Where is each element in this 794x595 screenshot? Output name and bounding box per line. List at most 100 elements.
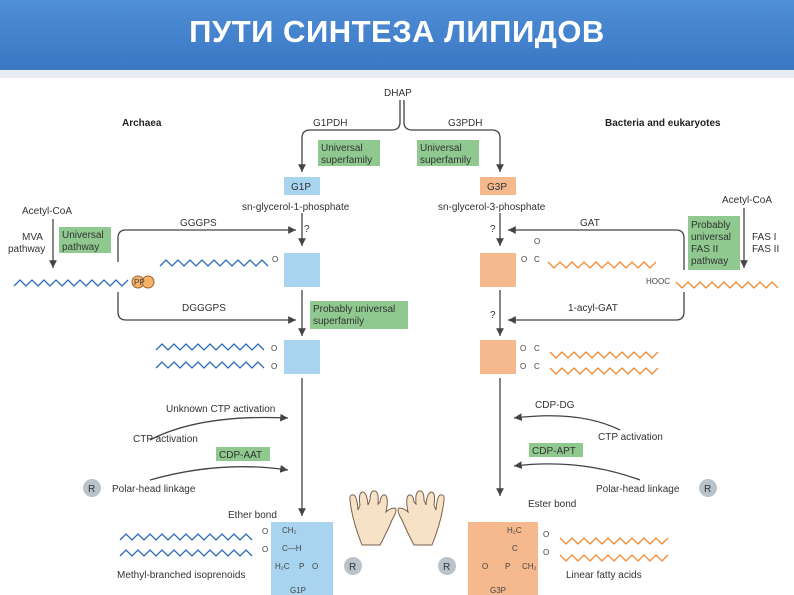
dhap-label: DHAP — [384, 88, 412, 99]
dgggps-label: DGGGPS — [182, 303, 226, 314]
cdp-apt-label: CDP-APT — [532, 446, 576, 457]
arrow-dgggps — [117, 292, 296, 324]
prob-fas-line2: universal — [691, 232, 731, 243]
r-circle-bottom-right — [438, 557, 456, 575]
phosphate-p-right: P — [505, 562, 510, 571]
fatty-acid-chain-4 — [559, 537, 669, 545]
arrow-gggps — [117, 226, 296, 262]
mva-line1: MVA — [22, 232, 43, 243]
g3p-label: G3P — [487, 182, 507, 193]
g3p-lipid-box — [468, 522, 538, 595]
cdp-aat-box — [216, 447, 270, 461]
ctp-activation-left: CTP activation — [133, 434, 198, 445]
arrow-dhap-to-g1p — [298, 100, 401, 172]
question-mark-1: ? — [304, 224, 310, 235]
mva-line2: pathway — [8, 244, 45, 255]
isoprenoid-chain-6 — [119, 549, 253, 557]
acetyl-coa-right: Acetyl-CoA — [722, 195, 772, 206]
title-banner: ПУТИ СИНТЕЗА ЛИПИДОВ — [0, 0, 794, 70]
g3p-box — [480, 177, 516, 195]
universal-pathway-box — [59, 227, 111, 253]
isoprenoid-chain-2 — [159, 259, 269, 267]
r-circle-right — [699, 479, 717, 497]
g1pdh-label: G1PDH — [313, 118, 347, 129]
arrow-polar-right — [513, 461, 641, 481]
phosphate-oxygen-left: O — [312, 562, 318, 571]
fatty-acid-chain-1 — [547, 261, 657, 269]
prob-fas-line1: Probably — [691, 220, 730, 231]
univ-path-line1: Universal — [62, 230, 104, 241]
orange-square-2 — [480, 340, 516, 374]
universal-left-line2: superfamily — [321, 155, 372, 166]
ester-oxygen-2: O — [543, 548, 549, 557]
cdp-aat-label: CDP-AAT — [219, 450, 262, 461]
univ-path-line2: pathway — [62, 242, 99, 253]
arrow-unknown-ctp — [149, 413, 289, 441]
page-title: ПУТИ СИНТЕЗА ЛИПИДОВ — [189, 14, 605, 49]
unknown-ctp-label: Unknown CTP activation — [166, 404, 275, 415]
arrow-cdp-dg — [513, 413, 621, 431]
arrow-gat — [507, 226, 685, 270]
acetyl-coa-left: Acetyl-CoA — [22, 206, 72, 217]
ester-bond-label: Ester bond — [528, 499, 576, 510]
arrow-polar-left — [149, 465, 289, 481]
probably-universal-fas-box — [688, 216, 740, 270]
prob-univ-line2: superfamily — [313, 316, 364, 327]
g3p-full-name: sn-glycerol-3-phosphate — [438, 202, 546, 213]
orange-square-1 — [480, 253, 516, 287]
universal-right-line1: Universal — [420, 143, 462, 154]
right-row2-carbon-2: C — [534, 362, 540, 371]
r-circle-bottom-left — [344, 557, 362, 575]
ether-bond-label: Ether bond — [228, 510, 277, 521]
probably-universal-superfamily-box — [310, 301, 408, 329]
left-row2-oxygen-2: O — [271, 362, 277, 371]
right-hand-icon — [397, 490, 445, 546]
c-right-label: C — [512, 544, 518, 553]
isoprenoid-chain-5 — [119, 533, 253, 541]
r-label-left: R — [88, 484, 95, 495]
universal-superfamily-box-left — [318, 140, 380, 166]
acyl-carbonyl-oxygen: O — [534, 237, 540, 246]
fas-line2: FAS II — [752, 244, 779, 255]
g1p-full-name: sn-glycerol-1-phosphate — [242, 202, 350, 213]
g1p-bottom-label: G1P — [290, 586, 306, 595]
g1p-lipid-box — [271, 522, 333, 595]
g3p-bottom-label: G3P — [490, 586, 506, 595]
pp-label: PP — [134, 278, 145, 287]
ch-label: C—H — [282, 544, 302, 553]
blue-square-1 — [284, 253, 320, 287]
fas-line1: FAS I — [752, 232, 776, 243]
universal-superfamily-box-right — [417, 140, 479, 166]
prob-univ-line1: Probably universal — [313, 304, 395, 315]
methyl-branched-label: Methyl-branched isoprenoids — [117, 570, 245, 581]
h2c-label: H₂C — [275, 562, 290, 571]
bacteria-label: Bacteria and eukaryotes — [605, 118, 721, 129]
isoprenoid-chain-1 — [13, 279, 129, 287]
ether-oxygen-1: O — [262, 527, 268, 536]
question-mark-2: ? — [490, 224, 496, 235]
phosphate-p-left: P — [299, 562, 304, 571]
gat-label: GAT — [580, 218, 600, 229]
ch2-label: CH₂ — [282, 526, 297, 535]
question-mark-3: ? — [490, 310, 496, 321]
ether-oxygen-2: O — [262, 545, 268, 554]
polar-head-left: Polar-head linkage — [112, 484, 196, 495]
g1p-label: G1P — [291, 182, 311, 193]
acyl-gat-label: 1-acyl-GAT — [568, 303, 618, 314]
ctp-activation-right: CTP activation — [598, 432, 663, 443]
h2c-right-label: H₂C — [507, 526, 522, 535]
cdp-dg-label: CDP-DG — [535, 400, 575, 411]
isoprenoid-chain-4 — [155, 361, 265, 369]
acyl-ester-oxygen: O — [521, 255, 527, 264]
r-label-bottom-right: R — [443, 562, 450, 573]
pp-circle-2 — [141, 275, 155, 289]
ester-oxygen-1: O — [543, 530, 549, 539]
right-row2-oxygen-2: O — [520, 362, 526, 371]
r-label-right: R — [704, 484, 711, 495]
r-circle-left — [83, 479, 101, 497]
gggps-label: GGGPS — [180, 218, 217, 229]
universal-left-line1: Universal — [321, 143, 363, 154]
prob-fas-line3: FAS II — [691, 244, 718, 255]
right-row2-oxygen-1: O — [520, 344, 526, 353]
